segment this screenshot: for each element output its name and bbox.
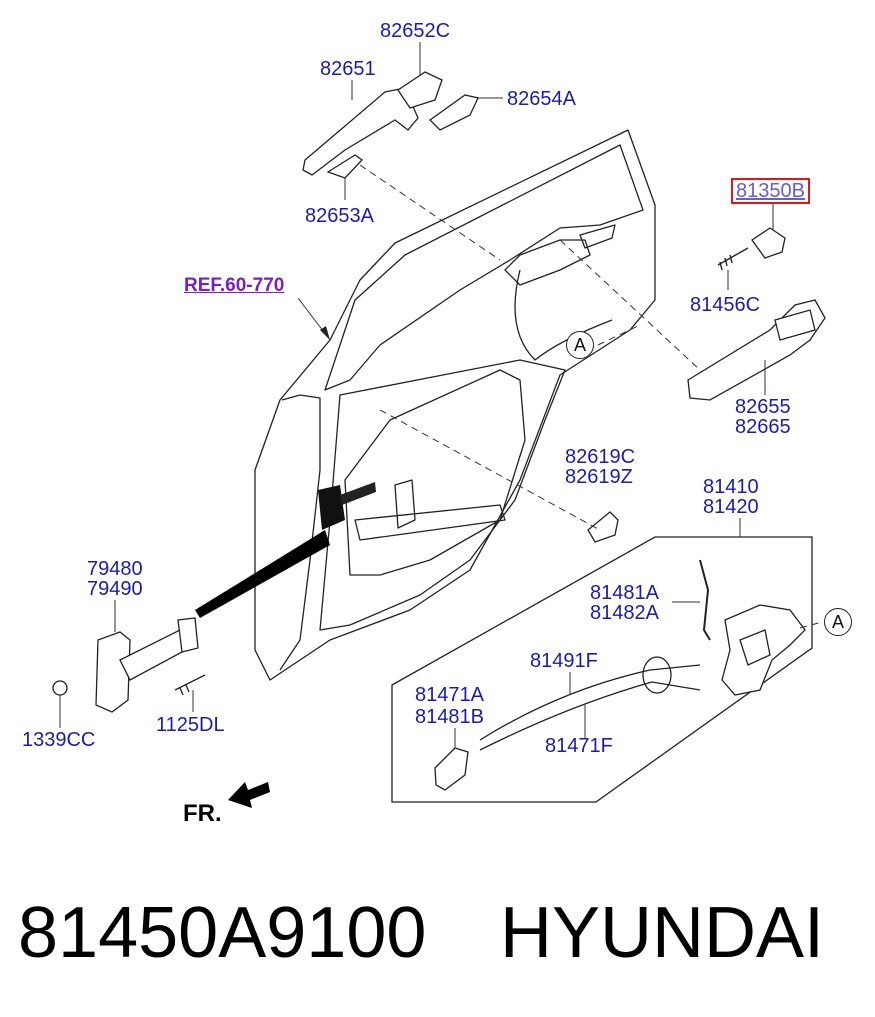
handle-gasket-front: [326, 154, 363, 179]
door-sash: [354, 504, 506, 541]
door-inner-panel: [319, 359, 566, 631]
leader-wedge: [195, 530, 330, 618]
latch-group-box: [391, 536, 813, 803]
label-81350b-highlighted: 81350B: [731, 178, 810, 204]
callout-a-door: A: [566, 331, 594, 359]
door-check-body: [95, 631, 131, 713]
cable-81471f: [479, 681, 701, 751]
door-frame: [254, 129, 656, 681]
cable-grommet: [642, 656, 672, 694]
ref-arrow-head: [320, 326, 330, 340]
label-82651: 82651: [320, 58, 376, 80]
callout-a-latch: A: [824, 608, 852, 636]
label-81471f: 81471F: [545, 735, 613, 757]
bolt-1125dl: [174, 674, 206, 696]
label-81482a: 81482A: [590, 602, 659, 624]
door-curve: [514, 269, 613, 361]
leader-handle: [359, 164, 501, 261]
door-assembly-drawing: [52, 42, 826, 808]
label-1125dl: 1125DL: [156, 714, 225, 736]
label-ref: REF.60-770: [184, 275, 285, 296]
latch-block: [318, 485, 345, 530]
part-number-caption: 81450A9100: [18, 893, 427, 973]
leader-latch: [799, 621, 823, 629]
label-82652c: 82652C: [380, 20, 451, 42]
inside-handle: [434, 747, 469, 791]
leader-bracket: [559, 239, 701, 371]
label-81410: 81410: [703, 476, 759, 498]
label-81456c: 81456C: [690, 294, 761, 316]
label-82665: 82665: [735, 416, 791, 438]
label-81491f: 81491F: [530, 650, 598, 672]
door-bracket: [394, 479, 416, 529]
door-handle-slot: [579, 224, 616, 249]
label-82655: 82655: [735, 396, 791, 418]
brand-caption: HYUNDAI: [500, 893, 825, 973]
leader-a: [597, 324, 641, 346]
label-82653a: 82653A: [305, 205, 374, 227]
label-81471a: 81471A: [415, 684, 484, 706]
label-79490: 79490: [87, 578, 143, 600]
latch-arm: [340, 482, 376, 505]
pad-82619c: [587, 511, 619, 543]
label-82654a: 82654A: [507, 88, 576, 110]
door-window-frame: [324, 144, 644, 391]
leader-pad: [379, 409, 601, 531]
handle-gasket-rear: [428, 94, 479, 131]
cable-81491f: [479, 664, 701, 741]
rod-81481a: [699, 559, 711, 641]
door-rail: [344, 369, 526, 576]
bracket-arm: [774, 309, 816, 341]
label-82619c: 82619C: [565, 446, 636, 468]
fr-arrow: [228, 782, 270, 808]
label-81481a: 81481A: [590, 582, 659, 604]
door-inner-edge: [279, 394, 321, 671]
label-79480: 79480: [87, 558, 143, 580]
front-direction-label: FR.: [183, 800, 222, 827]
door-check-bracket: [177, 617, 199, 653]
washer-1339cc: [52, 680, 68, 696]
latch-mechanism: [739, 629, 771, 666]
label-82619z: 82619Z: [565, 466, 633, 488]
outside-handle: [302, 87, 419, 176]
label-81420: 81420: [703, 496, 759, 518]
handle-cap: [751, 227, 786, 259]
label-81481b: 81481B: [415, 706, 484, 728]
screw-81456c: [717, 247, 749, 271]
label-1339cc: 1339CC: [22, 729, 96, 751]
